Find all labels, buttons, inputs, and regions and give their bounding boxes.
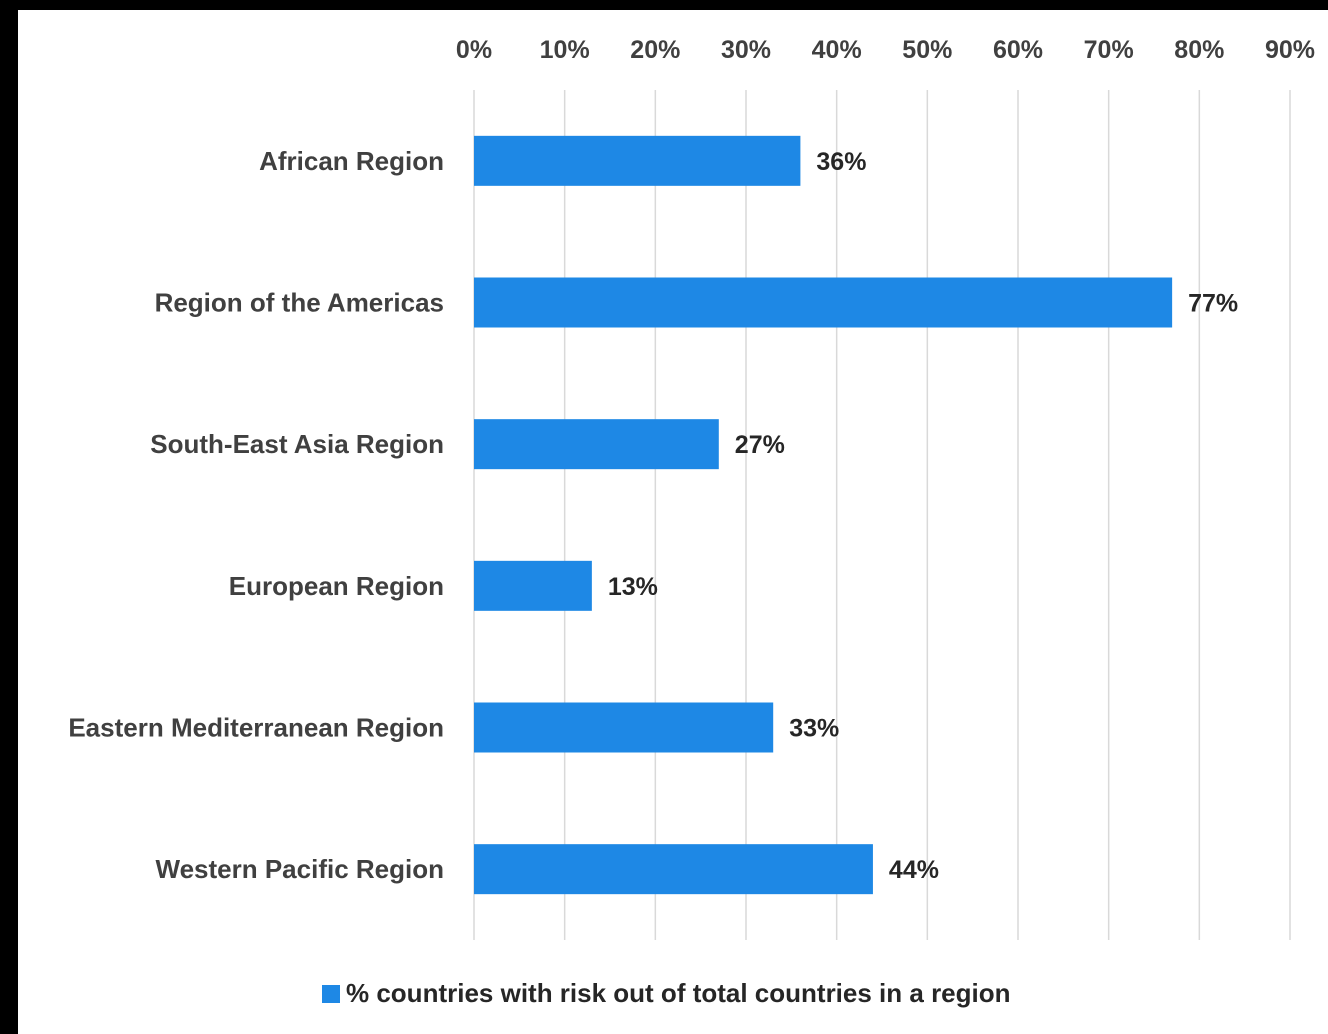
bars (474, 135, 1173, 895)
bar (474, 419, 719, 470)
bar (474, 702, 774, 753)
x-tick-label: 0% (456, 36, 492, 64)
data-label: 33% (789, 715, 839, 743)
category-label: Eastern Mediterranean Region (68, 713, 444, 743)
bar (474, 135, 801, 186)
bar (474, 560, 592, 611)
data-labels: 36% 77% 27% 13% 33% 44% (608, 148, 1238, 884)
category-label: South-East Asia Region (150, 429, 444, 459)
legend-swatch (322, 985, 340, 1003)
legend: % countries with risk out of total count… (322, 978, 1011, 1008)
x-tick-label: 60% (993, 36, 1043, 64)
x-axis-tick-labels: 0% 10% 20% 30% 40% 50% 60% 70% 80% 90% (456, 36, 1315, 64)
category-label: African Region (259, 146, 444, 176)
x-tick-label: 40% (812, 36, 862, 64)
gridlines (473, 90, 1291, 940)
x-tick-label: 10% (540, 36, 590, 64)
x-tick-label: 30% (721, 36, 771, 64)
legend-label: % countries with risk out of total count… (346, 978, 1011, 1008)
x-tick-label: 90% (1265, 36, 1315, 64)
data-label: 77% (1188, 290, 1238, 318)
category-label: Region of the Americas (155, 288, 444, 318)
x-tick-label: 20% (630, 36, 680, 64)
data-label: 27% (735, 431, 785, 459)
category-label: Western Pacific Region (156, 854, 445, 884)
x-tick-label: 70% (1084, 36, 1134, 64)
x-tick-label: 80% (1174, 36, 1224, 64)
data-label: 44% (889, 856, 939, 884)
data-label: 13% (608, 573, 658, 601)
x-tick-label: 50% (902, 36, 952, 64)
data-label: 36% (816, 148, 866, 176)
bar (474, 844, 873, 895)
bar (474, 277, 1173, 328)
category-label: European Region (229, 571, 444, 601)
